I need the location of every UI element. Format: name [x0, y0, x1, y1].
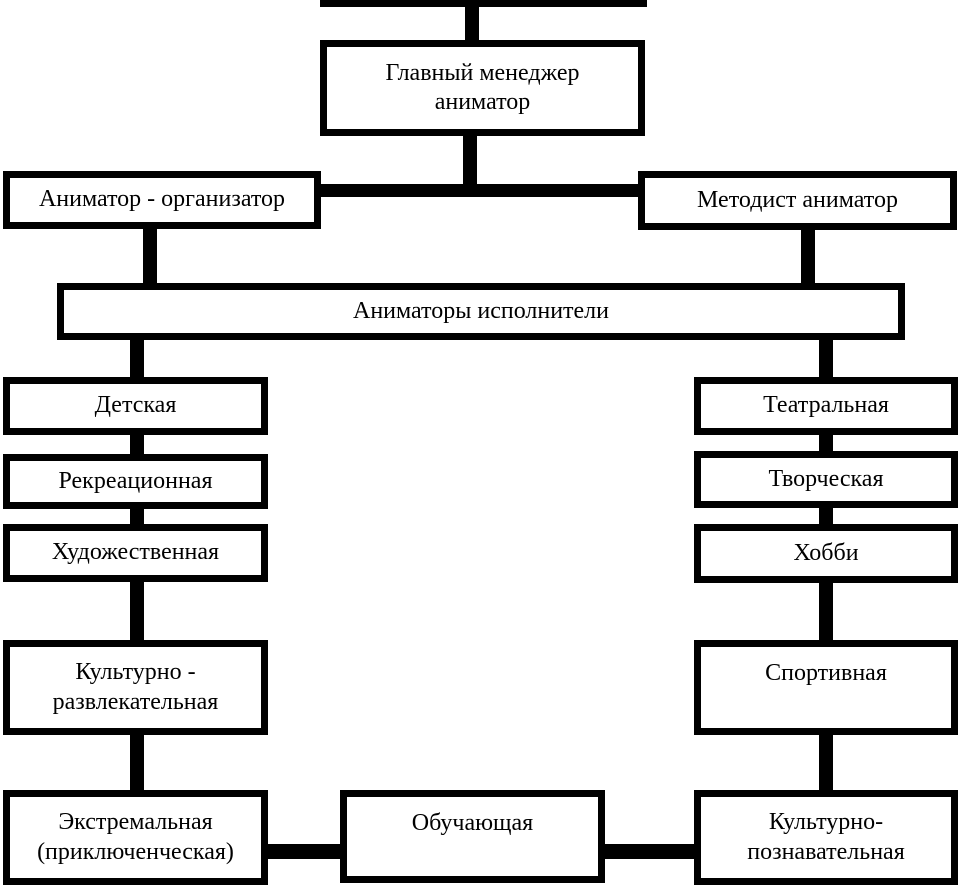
connector-hobby-to-sports — [819, 583, 833, 641]
connector-creative-to-hobby — [819, 508, 833, 525]
node-creative-animation: Творческая — [694, 451, 958, 508]
connector-row2-horizontal — [318, 184, 640, 197]
node-recreational-animation: Рекреационная — [3, 454, 268, 509]
connector-theatrical-to-creative — [819, 435, 833, 452]
connector-cultural-entertainment-to-extreme — [130, 735, 144, 791]
connector-organizer-to-performers — [143, 229, 157, 285]
node-children-animation: Детская — [3, 377, 268, 435]
connector-sports-to-cultural-educational — [819, 735, 833, 791]
node-main-manager: Главный менеджер аниматор — [320, 40, 645, 136]
node-theatrical-animation: Театральная — [694, 377, 958, 435]
node-animator-organizer: Аниматор - организатор — [3, 171, 321, 229]
node-hobby-animation: Хобби — [694, 524, 958, 583]
node-sports-animation: Спортивная — [694, 640, 958, 735]
connector-educational-to-cultural-educational — [603, 844, 696, 859]
connector-performers-to-children — [130, 340, 144, 378]
node-educational-animation: Обучающая — [340, 790, 605, 883]
node-extreme-adventure-animation: Экстремальная (приключенческая) — [3, 790, 268, 885]
node-animator-performers: Аниматоры исполнители — [57, 283, 905, 340]
connector-recreational-to-artistic — [130, 509, 144, 525]
connector-children-to-recreational — [130, 435, 144, 455]
node-methodist-animator: Методист аниматор — [638, 171, 957, 230]
node-cultural-entertainment-animation: Культурно - развлекательная — [3, 640, 268, 735]
node-cultural-educational-animation: Культурно- познавательная — [694, 790, 958, 885]
connector-methodist-to-performers — [801, 230, 815, 285]
connector-artistic-to-cultural-entertainment — [130, 582, 144, 641]
node-artistic-animation: Художественная — [3, 524, 268, 582]
connector-extreme-to-educational — [266, 844, 342, 859]
connector-performers-to-theatrical — [819, 340, 833, 378]
connector-main-manager-down — [463, 136, 477, 191]
connector-top-to-main-manager — [465, 0, 479, 45]
node-top-partial — [320, 0, 647, 7]
